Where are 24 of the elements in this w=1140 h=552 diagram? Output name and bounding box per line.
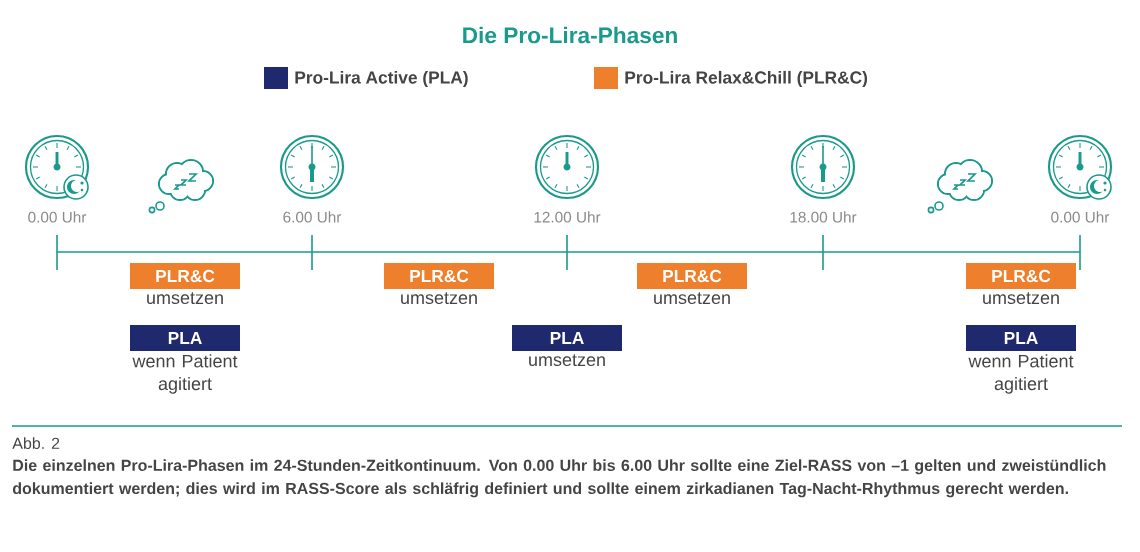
time-label: 18.00 Uhr bbox=[790, 211, 857, 223]
time-label: 12.00 Uhr bbox=[534, 211, 601, 223]
phase-box: PLA bbox=[512, 325, 622, 351]
phase-box: PLR&C bbox=[966, 263, 1076, 289]
caption: Die einzelnen Pro-Lira-Phasen im 24-Stunden-Zeitkontinuum. Von 0.00 Uhr bis 6.00 Uhr sollte eine Ziel-RASS von –1 gelten und zweistündlich dokumentiert werden; dies wird im RASS-Score als schläfrig definiert und sollte einem zirkadianen Tag-Nacht-Rhythmus gerecht werden. bbox=[12, 459, 1106, 498]
phase-note: umsetzen bbox=[529, 354, 605, 367]
legend-label: Pro-Lira Active (PLA) bbox=[295, 70, 468, 88]
phase-note: umsetzen bbox=[654, 292, 730, 305]
figure-number: Abb. 2 bbox=[12, 437, 60, 449]
legend-label: Pro-Lira Relax&Chill (PLR&C) bbox=[625, 70, 868, 88]
phase-note: umsetzen bbox=[983, 292, 1059, 305]
time-label: 0.00 Uhr bbox=[28, 211, 87, 223]
phase-note: umsetzen bbox=[147, 292, 223, 305]
phase-box: PLA bbox=[130, 325, 240, 351]
time-label: 0.00 Uhr bbox=[1051, 211, 1110, 223]
time-label: 6.00 Uhr bbox=[283, 211, 342, 223]
phase-box: PLR&C bbox=[130, 263, 240, 289]
title: Die Pro-Lira-Phasen bbox=[463, 26, 677, 44]
phase-note: wenn Patient agitiert bbox=[132, 354, 238, 394]
phase-box: PLR&C bbox=[637, 263, 747, 289]
phase-note: wenn Patient agitiert bbox=[968, 354, 1074, 394]
phase-box: PLA bbox=[966, 325, 1076, 351]
phase-note: umsetzen bbox=[401, 292, 477, 305]
phase-box: PLR&C bbox=[384, 263, 494, 289]
